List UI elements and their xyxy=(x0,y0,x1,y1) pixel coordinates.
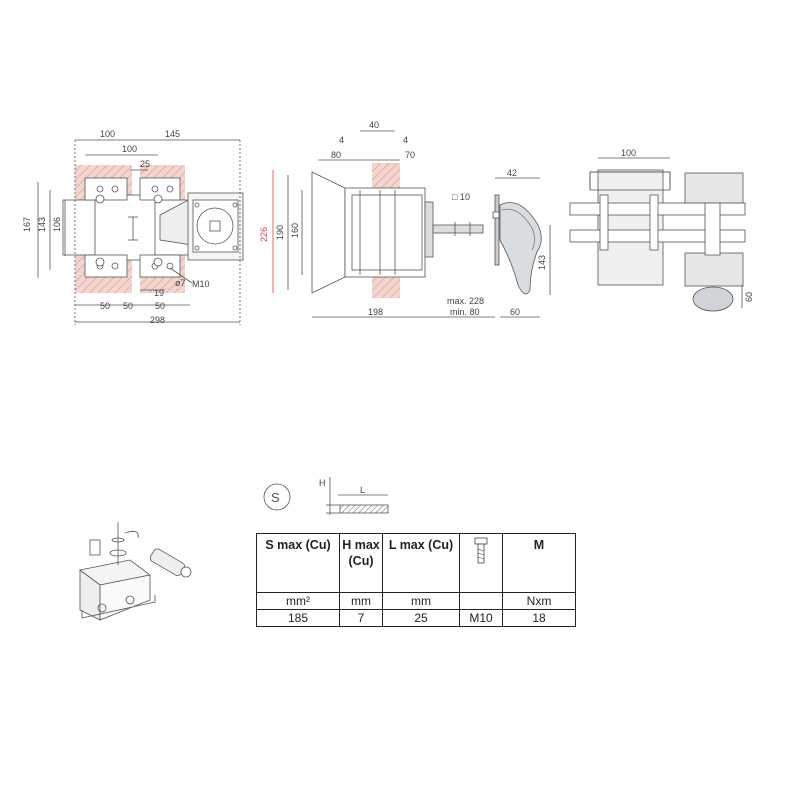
dim-label: 50 xyxy=(123,301,133,311)
dim-label: ø7 xyxy=(175,278,186,288)
value-cell: M10 xyxy=(459,609,503,627)
dim-label: 25 xyxy=(140,159,150,169)
s-cross-section-icon: S xyxy=(263,483,291,511)
dim-label: 80 xyxy=(331,150,341,160)
dim-label: 40 xyxy=(369,120,379,130)
dim-label: 106 xyxy=(52,217,62,232)
unit-cell: Nxm xyxy=(502,592,576,610)
dim-label: 198 xyxy=(368,307,383,317)
dim-label: 4 xyxy=(403,135,408,145)
dim-label: 160 xyxy=(290,223,300,238)
l-symbol: L xyxy=(360,485,365,495)
s-symbol: S xyxy=(271,490,280,505)
col-header-h-max: H max (Cu) xyxy=(339,533,383,593)
dim-label: 4 xyxy=(339,135,344,145)
spec-table: S max (Cu) H max (Cu) L max (Cu) M mm² m… xyxy=(256,533,576,627)
h-symbol: H xyxy=(319,478,326,488)
dim-label: 60 xyxy=(744,292,754,302)
unit-cell: mm xyxy=(339,592,383,610)
motor-view-dimensions: 100 60 xyxy=(621,148,754,302)
dim-label: 143 xyxy=(37,217,47,232)
value-cell: 185 xyxy=(256,609,340,627)
dim-label: 226 xyxy=(259,227,269,242)
table-units-row: mm² mm mm Nxm xyxy=(256,592,576,610)
dim-label: 145 xyxy=(165,129,180,139)
dim-label: 19 xyxy=(154,288,164,298)
dim-label: M10 xyxy=(192,279,210,289)
motor-view xyxy=(569,157,746,312)
unit-cell: mm² xyxy=(256,592,340,610)
dim-label: 50 xyxy=(155,301,165,311)
dim-label: 50 xyxy=(100,301,110,311)
side-view xyxy=(272,130,551,318)
dim-label: □ 10 xyxy=(452,192,470,202)
busbar-dimension-icon: H L xyxy=(319,477,389,515)
bolt-icon xyxy=(474,537,488,564)
dim-label: 100 xyxy=(100,129,115,139)
col-header-torque: M xyxy=(502,533,576,593)
dim-label: 100 xyxy=(621,148,636,158)
side-view-dimensions: 40 4 4 80 70 226 190 160 198 □ 10 42 143… xyxy=(259,120,547,317)
col-header-l-max: L max (Cu) xyxy=(382,533,460,593)
dim-label: 190 xyxy=(275,225,285,240)
value-cell: 7 xyxy=(339,609,383,627)
unit-cell xyxy=(459,592,503,610)
dim-label: max. 228 xyxy=(447,296,484,306)
dim-label: 70 xyxy=(405,150,415,160)
dim-label: 167 xyxy=(22,217,32,232)
dim-label: 298 xyxy=(150,315,165,325)
table-header-row: S max (Cu) H max (Cu) L max (Cu) M xyxy=(256,533,576,593)
dim-label: 143 xyxy=(537,255,547,270)
value-cell: 25 xyxy=(382,609,460,627)
dim-label: 42 xyxy=(507,168,517,178)
terminal-assembly-illustration xyxy=(79,522,192,621)
dim-label: 100 xyxy=(122,144,137,154)
dim-label: 60 xyxy=(510,307,520,317)
col-header-s-max: S max (Cu) xyxy=(256,533,340,593)
dim-label: min. 80 xyxy=(450,307,480,317)
unit-cell: mm xyxy=(382,592,460,610)
table-values-row: 185 7 25 M10 18 xyxy=(256,609,576,627)
front-view-dimensions: 100 145 100 25 167 143 106 50 50 50 19 2… xyxy=(22,129,210,325)
col-header-bolt xyxy=(459,533,503,593)
front-view xyxy=(37,139,244,325)
value-cell: 18 xyxy=(502,609,576,627)
